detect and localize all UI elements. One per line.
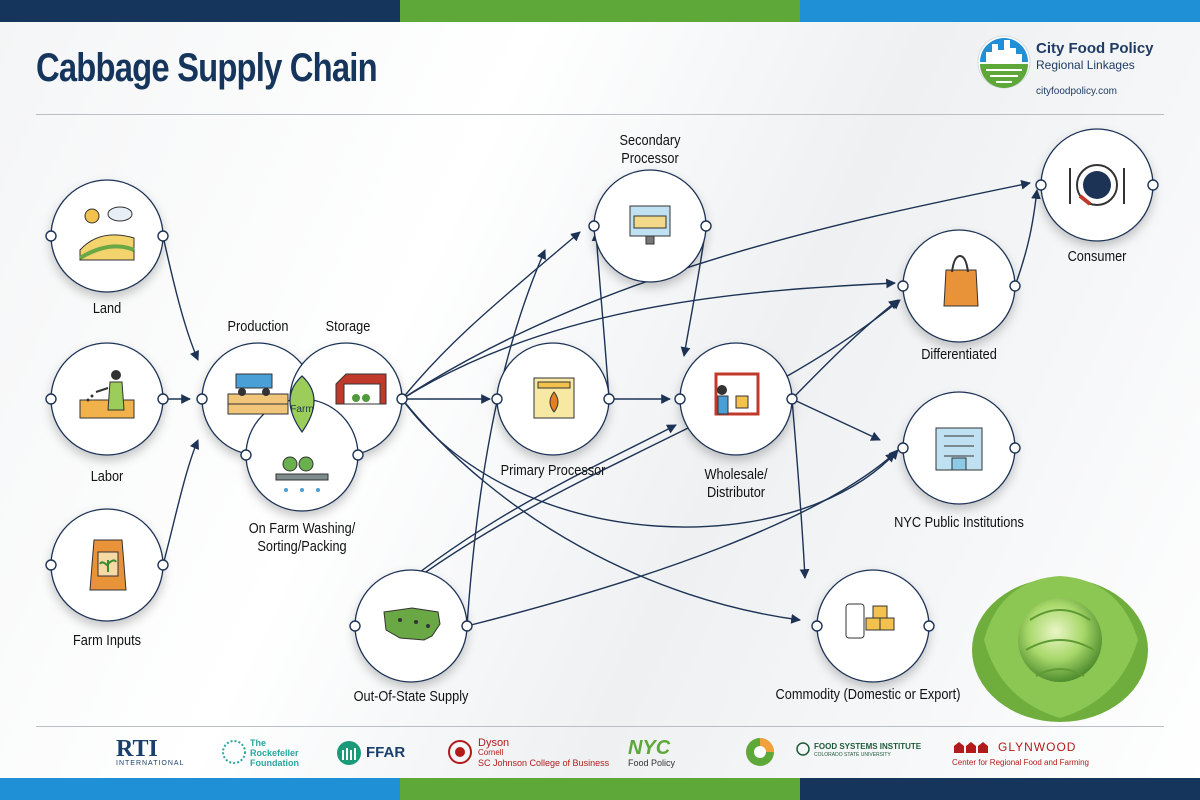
dyson-logo[interactable]: Dyson Cornell SC Johnson College of Busi… [448, 738, 609, 768]
connector-dots [45, 179, 1159, 632]
edge-wholesale-institutions [791, 398, 881, 441]
plate-icon [1069, 164, 1125, 206]
edge-inputs-production [162, 439, 199, 566]
edge-storage-institutions [401, 398, 899, 528]
secondary-processor-label-2: Processor [621, 150, 679, 167]
edge-wholesale-commodity [791, 398, 810, 579]
bottom-color-bar [0, 778, 1200, 800]
labor-node[interactable] [50, 342, 164, 456]
storage-label: Storage [325, 318, 371, 335]
fsi-emblem-icon [796, 742, 810, 756]
page-title: Cabbage Supply Chain [36, 46, 378, 90]
rockefeller-line-3: Foundation [250, 758, 299, 768]
fsi-line-1: FOOD SYSTEMS INSTITUTE [814, 742, 922, 751]
land-icon [78, 206, 135, 261]
differentiated-label: Differentiated [921, 346, 997, 363]
land-label: Land [92, 300, 122, 317]
cornell-seal-icon [448, 740, 472, 764]
institutions-label: NYC Public Institutions [894, 514, 1024, 531]
labor-icon [79, 370, 135, 419]
logo-subtitle: Regional Linkages [1036, 58, 1135, 72]
consumer-label: Consumer [1067, 248, 1127, 265]
rti-logo-text: RTI [116, 736, 158, 762]
farm-overlap-badge [289, 375, 315, 434]
edge-storage-commodity [401, 398, 801, 624]
ffar-logo-text: FFAR [366, 744, 406, 761]
farm-inputs-icon [89, 539, 127, 591]
farm-inputs-label: Farm Inputs [72, 632, 142, 649]
primary-processor-label: Primary Processor [500, 462, 606, 479]
production-icon [227, 373, 289, 415]
rockefeller-line-1: The [250, 738, 267, 748]
edge-outofstate-institutions [466, 452, 896, 627]
wholesale-label-2: Distributor [706, 484, 766, 501]
production-label: Production [227, 318, 289, 335]
wholesale-icon [714, 372, 760, 416]
cabbage-icon [972, 576, 1148, 722]
nyc-logo-sub: Food Policy [628, 758, 676, 768]
edge-storage-secondary [401, 231, 581, 400]
secondary-processor-icon [629, 205, 671, 245]
partner-circle-logo[interactable] [744, 736, 776, 771]
dyson-line-3: SC Johnson College of Business [478, 758, 610, 768]
wholesale-label-1: Wholesale/ [704, 466, 768, 483]
edge-wholesale-differentiated [791, 299, 899, 400]
dyson-line-1: Dyson [478, 737, 510, 749]
glynwood-sub: Center for Regional Food and Farming [952, 758, 1089, 767]
connections [162, 179, 1041, 627]
washing-label-1: On Farm Washing/ [248, 520, 356, 537]
processor-icon [533, 377, 575, 419]
rti-logo-sub: INTERNATIONAL [116, 760, 185, 767]
ffar-emblem-icon [337, 741, 361, 765]
rockefeller-globe-icon [222, 740, 246, 764]
edge-differentiated-consumer [1014, 189, 1041, 287]
usa-map-icon [383, 607, 441, 641]
farm-badge-label: Farm [290, 404, 313, 415]
partner-circle-icon [746, 738, 774, 766]
rti-logo[interactable]: RTI INTERNATIONAL [116, 736, 185, 767]
institution-icon [935, 427, 983, 471]
ffar-logo[interactable]: FFAR [336, 740, 405, 766]
logo-url[interactable]: cityfoodpolicy.com [1036, 86, 1117, 97]
commodity-icon [845, 603, 895, 639]
rockefeller-logo[interactable]: The Rockefeller Foundation [222, 738, 299, 768]
shopping-bag-icon [943, 254, 979, 307]
glynwood-barn-icon [954, 742, 988, 753]
skyline-icon [977, 35, 1031, 89]
washing-label-2: Sorting/Packing [257, 538, 347, 555]
food-systems-institute-logo[interactable]: FOOD SYSTEMS INSTITUTE COLORADO STATE UN… [796, 742, 921, 760]
nyc-logo-text: NYC [628, 737, 671, 759]
edge-storage-consumer [401, 179, 1031, 400]
fsi-line-2: COLORADO STATE UNIVERSITY [814, 752, 891, 758]
commodity-label: Commodity (Domestic or Export) [775, 686, 961, 703]
edge-land-production [162, 235, 199, 361]
glynwood-logo[interactable]: GLYNWOOD Center for Regional Food and Fa… [952, 740, 1089, 767]
labor-label: Labor [90, 468, 124, 485]
secondary-processor-label-1: Secondary [619, 132, 681, 149]
dyson-line-2: Cornell [478, 748, 504, 757]
out-of-state-label: Out-Of-State Supply [353, 688, 469, 705]
rockefeller-line-2: Rockefeller [250, 748, 299, 758]
logo-title: City Food Policy [1036, 40, 1154, 57]
city-food-policy-logo[interactable]: City Food Policy Regional Linkages cityf… [976, 34, 1166, 104]
washing-icon [275, 456, 329, 492]
header-divider [36, 114, 1164, 115]
nyc-food-policy-logo[interactable]: NYC Food Policy [628, 738, 675, 768]
storage-icon [335, 373, 387, 405]
edge-storage-differentiated [401, 278, 896, 400]
glynwood-text: GLYNWOOD [998, 740, 1077, 754]
edge-outofstate-differentiated [354, 299, 901, 627]
top-color-bar [0, 0, 1200, 22]
footer-divider [36, 726, 1164, 727]
edge-primary-secondary [591, 231, 610, 400]
